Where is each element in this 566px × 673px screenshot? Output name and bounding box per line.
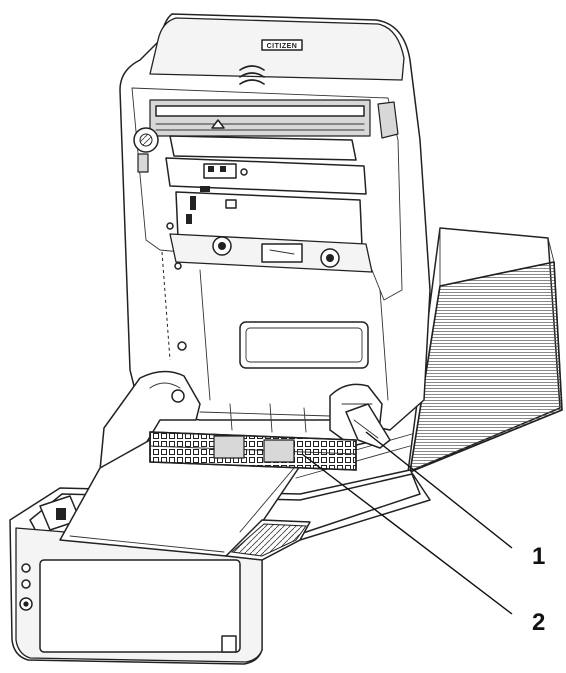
gear-icon bbox=[133, 127, 159, 173]
brand-logo: CITIZEN bbox=[267, 43, 298, 50]
callout-2-number: 2 bbox=[532, 609, 545, 636]
indicator-led-icon bbox=[21, 579, 31, 589]
fanfold-paper-stack bbox=[407, 227, 563, 474]
callout-1-leader bbox=[365, 431, 513, 549]
cover-window bbox=[239, 321, 369, 369]
open-top-cover: CITIZEN bbox=[119, 13, 431, 431]
brand-logo-plate bbox=[261, 39, 303, 51]
knob-icon bbox=[212, 236, 232, 256]
callout-2: 2 bbox=[301, 453, 545, 636]
indicator-led-icon bbox=[21, 563, 31, 573]
callout-1-number: 1 bbox=[532, 543, 545, 570]
damper-mesh-unit bbox=[149, 431, 357, 471]
knob-icon bbox=[320, 248, 340, 268]
media-compartment bbox=[59, 370, 413, 561]
front-paper-exit bbox=[39, 559, 241, 653]
media-holder-bracket bbox=[345, 403, 391, 449]
callout-1: 1 bbox=[365, 431, 545, 570]
warning-triangle-icon bbox=[211, 119, 225, 129]
cover-latch bbox=[377, 101, 399, 139]
grip-ridge bbox=[239, 65, 265, 71]
callout-2-leader bbox=[301, 453, 513, 615]
